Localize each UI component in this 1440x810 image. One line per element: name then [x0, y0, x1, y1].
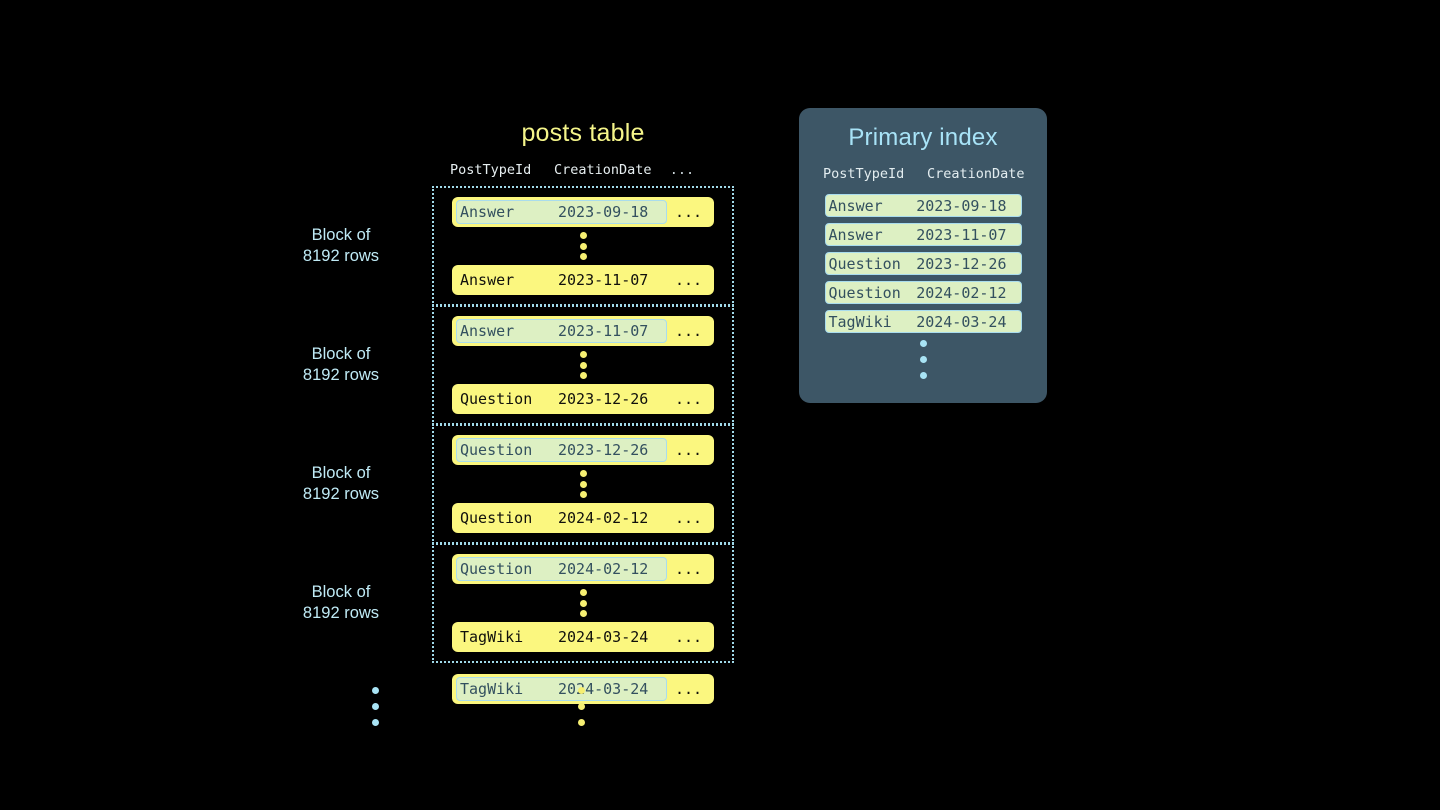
cell-posttypeid: Question: [460, 390, 533, 408]
cell-posttypeid: Answer: [460, 271, 515, 289]
table-row: Question 2023-12-26 ...: [452, 435, 714, 465]
cell-ellipsis: ...: [674, 203, 703, 221]
cell-posttypeid: Answer: [828, 225, 883, 244]
table-row: Question 2023-12-26 ...: [452, 384, 714, 414]
table-continuation-ellipsis-icon: [578, 687, 585, 726]
cell-creationdate: 2023-09-18: [916, 196, 1007, 215]
cell-posttypeid: Answer: [828, 196, 883, 215]
cell-posttypeid: TagWiki: [460, 680, 524, 698]
index-row: Answer 2023-11-07: [824, 223, 1022, 246]
block-label: Block of 8192 rows: [266, 463, 416, 505]
table-row: Answer 2023-11-07 ...: [452, 265, 714, 295]
cell-ellipsis: ...: [674, 509, 703, 527]
index-row: Question 2024-02-12: [824, 281, 1022, 304]
table-row-cells: Answer 2023-11-07: [456, 319, 667, 343]
column-header-ellipsis: ...: [669, 162, 695, 178]
cell-creationdate: 2024-02-12: [558, 560, 649, 578]
cell-creationdate: 2024-02-12: [558, 509, 649, 527]
block-label: Block of 8192 rows: [266, 344, 416, 386]
table-block: Block of 8192 rows Answer 2023-11-07 ...…: [303, 305, 734, 425]
column-header-posttypeid: PostTypeId: [823, 166, 905, 182]
cell-creationdate: 2024-03-24: [558, 680, 649, 698]
cell-posttypeid: Question: [828, 283, 901, 302]
block-label-line2: 8192 rows: [302, 366, 380, 384]
cell-posttypeid: Question: [828, 254, 901, 273]
block-label: Block of 8192 rows: [266, 582, 416, 624]
block-label-line1: Block of: [311, 464, 371, 482]
table-row: TagWiki 2024-03-24 ...: [452, 622, 714, 652]
posts-table-title: posts table: [521, 119, 645, 147]
table-row-cells: Question 2023-12-26: [456, 387, 667, 411]
vertical-ellipsis-icon: [434, 346, 732, 384]
cell-posttypeid: Question: [460, 509, 533, 527]
index-row: Answer 2023-09-18: [824, 194, 1022, 217]
posts-table-column-headers: PostTypeId CreationDate ...: [432, 162, 734, 186]
cell-posttypeid: Question: [460, 441, 533, 459]
vertical-ellipsis-icon: [434, 465, 732, 503]
table-row-cells: Question 2024-02-12: [456, 557, 667, 581]
cell-posttypeid: TagWiki: [828, 312, 892, 331]
table-row: Question 2024-02-12 ...: [452, 554, 714, 584]
table-row: Answer 2023-11-07 ...: [452, 316, 714, 346]
cell-creationdate: 2024-02-12: [916, 283, 1007, 302]
vertical-ellipsis-icon: [434, 584, 732, 622]
cell-posttypeid: Answer: [460, 322, 515, 340]
cell-creationdate: 2023-11-07: [916, 225, 1007, 244]
table-block: Block of 8192 rows Question 2023-12-26 .…: [303, 424, 734, 544]
posts-table-group: posts table PostTypeId CreationDate ... …: [303, 118, 734, 704]
column-header-posttypeid: PostTypeId: [450, 162, 532, 178]
index-row: Question 2023-12-26: [824, 252, 1022, 275]
block-label-line1: Block of: [311, 345, 371, 363]
cell-ellipsis: ...: [674, 441, 703, 459]
primary-index-rows: Answer 2023-09-18 Answer 2023-11-07 Ques…: [799, 194, 1047, 333]
cell-ellipsis: ...: [674, 680, 703, 698]
cell-ellipsis: ...: [674, 322, 703, 340]
cell-creationdate: 2023-11-07: [558, 271, 649, 289]
cell-creationdate: 2023-12-26: [916, 254, 1007, 273]
block-label: Block of 8192 rows: [266, 225, 416, 267]
cell-ellipsis: ...: [674, 271, 703, 289]
primary-index-panel: Primary index PostTypeId CreationDate An…: [799, 108, 1047, 403]
cell-creationdate: 2023-11-07: [558, 322, 649, 340]
table-row-cells: TagWiki 2024-03-24: [456, 677, 667, 701]
cell-posttypeid: TagWiki: [460, 628, 524, 646]
table-row: Question 2024-02-12 ...: [452, 503, 714, 533]
table-block: Block of 8192 rows Answer 2023-09-18 ...…: [303, 186, 734, 306]
block-label-line1: Block of: [311, 583, 371, 601]
cell-creationdate: 2023-09-18: [558, 203, 649, 221]
blocks-continuation-ellipsis-icon: [372, 687, 379, 726]
block-label-line2: 8192 rows: [302, 485, 380, 503]
cell-creationdate: 2024-03-24: [916, 312, 1007, 331]
cell-ellipsis: ...: [674, 560, 703, 578]
cell-posttypeid: Answer: [460, 203, 515, 221]
table-row-cells: TagWiki 2024-03-24: [456, 625, 667, 649]
cell-posttypeid: Question: [460, 560, 533, 578]
table-row-cells: Answer 2023-09-18: [456, 200, 667, 224]
vertical-ellipsis-icon: [434, 227, 732, 265]
block-label-line1: Block of: [311, 226, 371, 244]
table-row-cells: Answer 2023-11-07: [456, 268, 667, 292]
block-label-line2: 8192 rows: [302, 604, 380, 622]
cell-ellipsis: ...: [674, 390, 703, 408]
table-row-cells: Question 2023-12-26: [456, 438, 667, 462]
primary-index-column-headers: PostTypeId CreationDate: [799, 166, 1047, 188]
index-row: TagWiki 2024-03-24: [824, 310, 1022, 333]
table-row-cells: Question 2024-02-12: [456, 506, 667, 530]
cell-creationdate: 2024-03-24: [558, 628, 649, 646]
index-continuation-ellipsis-icon: [799, 340, 1047, 379]
primary-index-title: Primary index: [848, 124, 998, 151]
block-label-line2: 8192 rows: [302, 247, 380, 265]
cell-ellipsis: ...: [674, 628, 703, 646]
cell-creationdate: 2023-12-26: [558, 390, 649, 408]
cell-creationdate: 2023-12-26: [558, 441, 649, 459]
column-header-creationdate: CreationDate: [554, 162, 652, 178]
table-block: Block of 8192 rows Question 2024-02-12 .…: [303, 543, 734, 663]
column-header-creationdate: CreationDate: [927, 166, 1025, 182]
table-row: Answer 2023-09-18 ...: [452, 197, 714, 227]
